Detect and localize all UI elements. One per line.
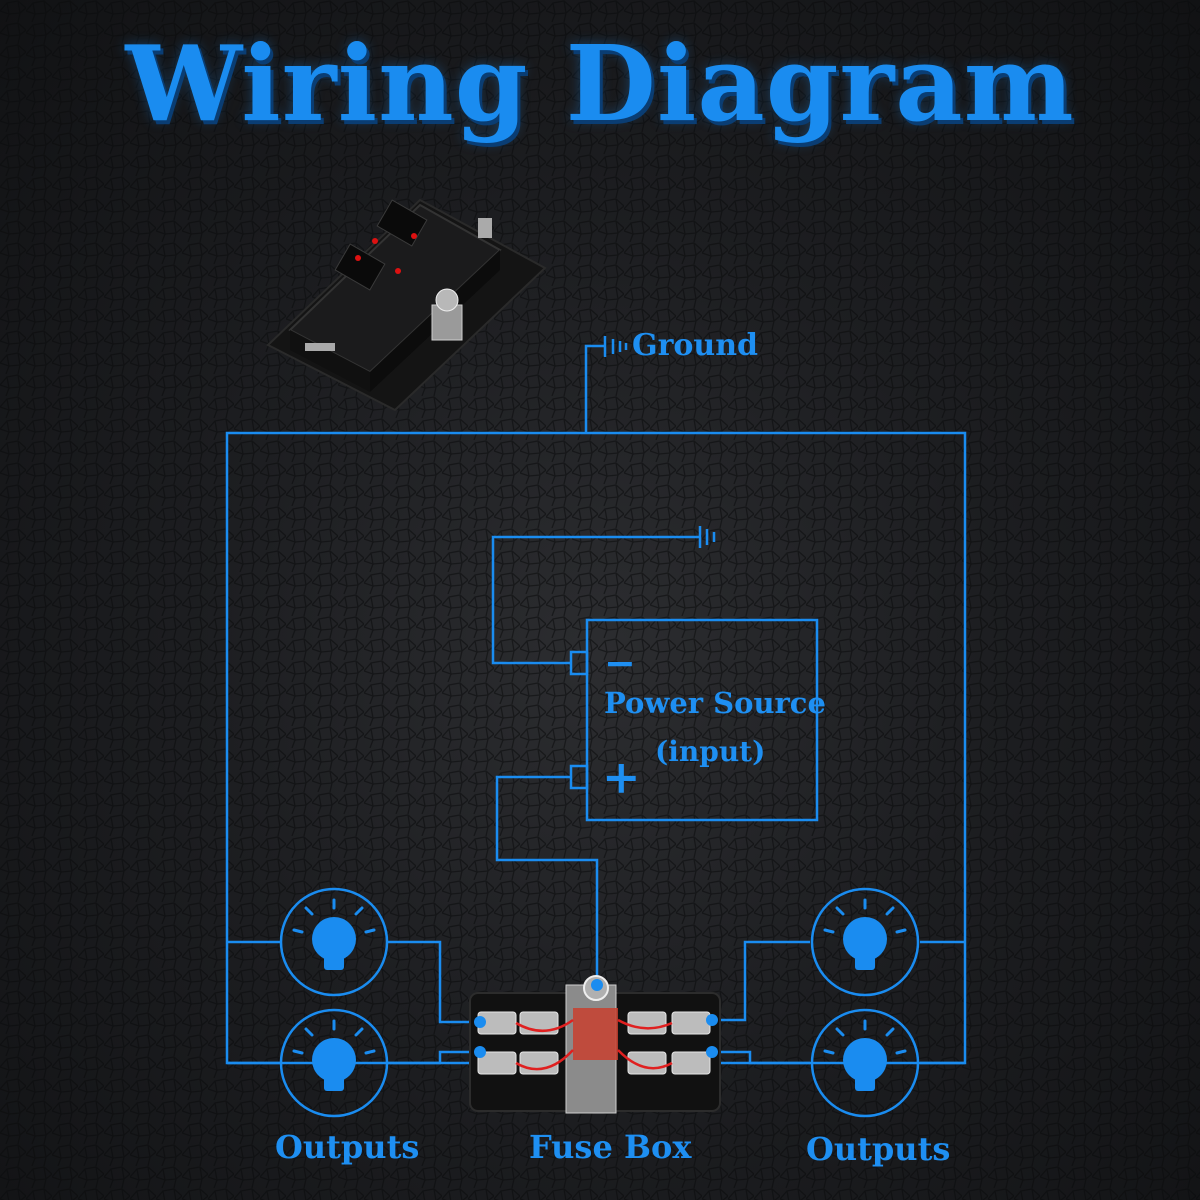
- wires: [225, 344, 967, 1065]
- light-bulb-icon-top-left: [279, 887, 389, 997]
- wire-left-bulb-top-fuse: [388, 940, 480, 1024]
- light-bulb-icon-bottom-left: [279, 1008, 389, 1118]
- diagram-title: Wiring Diagram: [125, 22, 1075, 145]
- outputs-label-left: Outputs: [275, 1128, 420, 1166]
- light-bulb-icon-bottom-right: [810, 1008, 920, 1118]
- fuse-box-product-photo: [266, 198, 547, 412]
- power-source-box: [585, 618, 819, 822]
- wire-left-bulb-bottom-fuse: [388, 1050, 480, 1065]
- positive-sign: +: [602, 750, 641, 804]
- fuse-box-label: Fuse Box: [529, 1128, 692, 1166]
- positive-feed-wire: [495, 775, 599, 985]
- negative-sign: −: [604, 640, 636, 685]
- ground-symbol-icon-2: [698, 526, 716, 548]
- ground-label: Ground: [632, 328, 759, 363]
- negative-terminal: [569, 650, 589, 676]
- wire-right-bulb-bottom-fuse: [712, 1050, 810, 1065]
- ground-symbol-icon: [603, 336, 628, 357]
- light-bulb-icon-top-right: [810, 887, 920, 997]
- fuse-box-icon: [469, 975, 721, 1114]
- power-source-label: Power Source: [604, 686, 826, 720]
- wire-right-bulb-top-fuse: [712, 940, 810, 1022]
- outputs-label-right: Outputs: [806, 1130, 951, 1168]
- positive-terminal: [569, 764, 589, 790]
- input-label: (input): [655, 735, 766, 768]
- negative-ground-wire: [491, 535, 700, 665]
- ground-wire: [584, 344, 605, 433]
